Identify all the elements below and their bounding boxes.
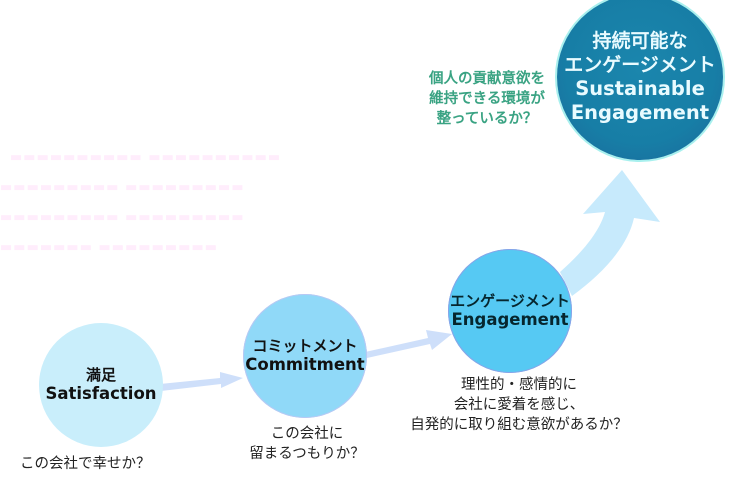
arrow-commitment-to-engagement xyxy=(365,330,452,358)
stage-label-jp: エンゲージメント xyxy=(450,292,570,310)
stage-sustainable-engagement: 持続可能な エンゲージメント Sustainable Engagement xyxy=(557,0,723,160)
question-line: 整っているか？ xyxy=(436,111,538,127)
sustainable-engagement-question: 個人の貢献意欲を 維持できる環境が 整っているか？ xyxy=(404,69,570,129)
ghost-artifact: ▬▬▬▬▬▬▬▬▬ ▬▬▬▬▬▬▬▬▬ xyxy=(0,180,245,195)
question-line: 留まるつもりか？ xyxy=(249,446,365,462)
stage-engagement: エンゲージメント Engagement xyxy=(448,249,572,373)
ghost-artifact: ▬▬▬▬▬▬▬ ▬▬▬▬▬▬▬▬▬ xyxy=(0,240,219,255)
ghost-artifact: ▬▬▬▬▬▬▬▬▬ ▬▬▬▬▬▬▬▬▬ xyxy=(0,210,245,225)
ghost-artifact: ▬▬▬▬▬▬▬▬▬▬ ▬▬▬▬▬▬▬▬▬▬ xyxy=(10,150,282,165)
question-line: この会社に xyxy=(270,426,344,442)
stage-label-en: Commitment xyxy=(245,355,365,374)
commitment-question: この会社に 留まるつもりか？ xyxy=(232,424,382,464)
question-line: 会社に愛着を感じ、 xyxy=(453,397,585,413)
stage-label-jp: 持続可能な xyxy=(592,30,688,52)
stage-satisfaction: 満足 Satisfaction xyxy=(39,323,163,447)
engagement-question: 理性的・感情的に 会社に愛着を感じ、 自発的に取り組む意欲があるか？ xyxy=(388,375,650,435)
arrow-satisfaction-to-commitment xyxy=(160,372,243,391)
arrow-engagement-to-sustainable xyxy=(560,170,660,296)
question-line: 維持できる環境が xyxy=(429,91,545,107)
stage-commitment: コミットメント Commitment xyxy=(243,294,367,418)
stage-label-en: Engagement xyxy=(451,310,569,329)
stage-label-jp: エンゲージメント xyxy=(564,54,716,76)
stage-label-jp: コミットメント xyxy=(252,337,358,355)
stage-label-en: Engagement xyxy=(570,101,710,124)
satisfaction-question: この会社で幸せか？ xyxy=(20,454,190,474)
question-line: この会社で幸せか？ xyxy=(20,456,151,472)
question-line: 自発的に取り組む意欲があるか？ xyxy=(410,417,628,433)
question-line: 個人の貢献意欲を xyxy=(429,71,545,87)
stage-label-jp: 満足 xyxy=(85,366,116,384)
question-line: 理性的・感情的に xyxy=(461,377,577,393)
stage-label-en: Sustainable xyxy=(575,77,705,100)
stage-label-en: Satisfaction xyxy=(45,384,157,403)
